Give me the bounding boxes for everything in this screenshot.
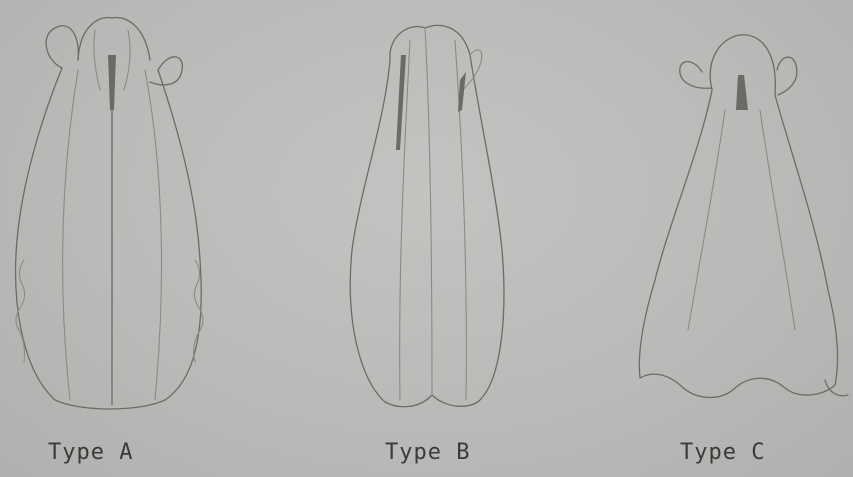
type-b-outline — [350, 55, 504, 407]
type-a-outline — [16, 68, 202, 409]
type-c-outline — [639, 90, 837, 397]
type-c-sketch — [639, 35, 848, 398]
type-a-sketch — [16, 17, 203, 409]
type-c-caption: Type C — [680, 440, 765, 465]
type-a-caption: Type A — [48, 440, 133, 465]
type-b-sketch — [350, 25, 504, 406]
type-b-caption: Type B — [385, 440, 470, 465]
